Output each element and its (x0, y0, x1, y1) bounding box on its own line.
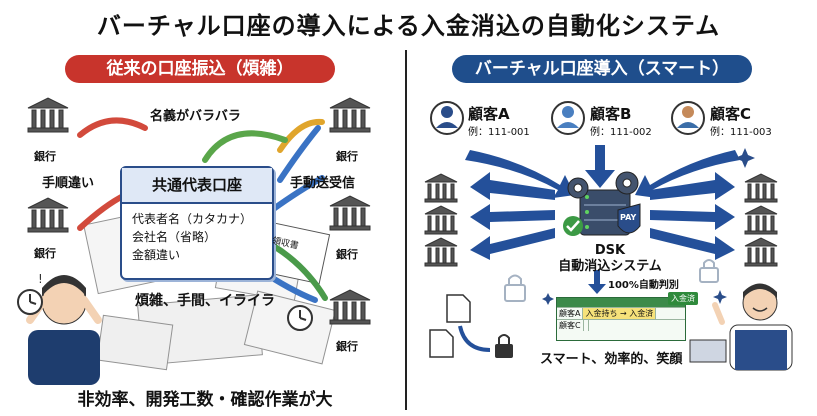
left-header: 従来の口座振込（煩雑） (65, 55, 335, 83)
bank-icons-left (27, 97, 371, 325)
page-title: バーチャル口座の導入による入金消込の自動化システム (96, 12, 721, 40)
lock-icon (504, 259, 719, 302)
system-desc: 自動消込システム (558, 259, 662, 274)
bank-label: 銀行 (34, 150, 56, 163)
sheet-header-bar (557, 298, 685, 307)
customer-example: 例：111-001 (468, 127, 530, 138)
right-bottom-caption: スマート、効率的、笑顔 (540, 352, 683, 367)
auto-judge-label: 100%自動判別 (608, 280, 679, 291)
document-icon (429, 294, 471, 358)
clock-icon (17, 289, 313, 331)
table-cell: 入金持ち → 入金済 (583, 308, 657, 319)
stress-text: 煩雑、手間、イライラ (135, 293, 275, 309)
chaotic-arrows (77, 117, 328, 303)
note-name-mismatch: 名義がバラバラ (150, 109, 241, 124)
bank-label: 銀行 (336, 248, 358, 261)
sparkle-icon (542, 148, 755, 305)
customer-name: 顧客A (468, 105, 510, 123)
system-name: DSK (594, 243, 626, 258)
customer-name: 顧客C (710, 105, 752, 123)
document-arrow (458, 325, 491, 352)
right-header: バーチャル口座導入（スマート） (452, 55, 752, 83)
gear-icon (567, 171, 639, 199)
customer-example: 例：111-003 (710, 127, 772, 138)
shared-account-card: 共通代表口座 代表者名（カタカナ） 会社名（省略） 金額違い (120, 166, 274, 280)
bank-label: 銀行 (336, 340, 358, 353)
bank-label: 銀行 (336, 150, 358, 163)
note-manual-send: 手動送受信 (290, 176, 356, 191)
table-row: 顧客A 入金持ち → 入金済 (557, 307, 685, 319)
table-cell: 顧客A (557, 308, 584, 319)
reconciliation-sheet: 顧客A 入金持ち → 入金済 顧客C (556, 297, 686, 341)
customer-example: 例：111-002 (590, 127, 652, 138)
check-icon (563, 216, 583, 236)
card-line: 金額違い (132, 248, 181, 262)
bank-flow-arrows (470, 172, 735, 260)
pay-label: PAY (620, 213, 637, 222)
left-bottom-caption: 非効率、開発工数・確認作業が大 (77, 390, 333, 410)
center-divider (405, 50, 407, 410)
down-arrow-icon (588, 270, 606, 294)
card-line: 会社名（省略） (132, 230, 217, 244)
paid-badge: 入金済 (668, 292, 698, 305)
customer-name: 顧客B (590, 105, 632, 123)
customer-avatar-icon (430, 101, 705, 135)
lock-icon (495, 334, 513, 358)
bank-icons-right (424, 173, 778, 267)
table-cell (584, 320, 589, 331)
table-row: 顧客C (557, 319, 685, 331)
pay-shield-icon (617, 203, 641, 234)
bank-label: 銀行 (34, 247, 56, 260)
note-manual-diff: 手順違い (42, 176, 95, 191)
dsk-system-label: DSK 自動消込システム (555, 243, 665, 275)
card-title: 共通代表口座 (122, 168, 272, 204)
card-line: 代表者名（カタカナ） (132, 212, 253, 226)
svg-text:!: ! (38, 272, 43, 286)
table-cell: 顧客C (557, 320, 584, 331)
customer-flow-arrows (465, 145, 740, 198)
worker-person-icon (689, 283, 793, 371)
